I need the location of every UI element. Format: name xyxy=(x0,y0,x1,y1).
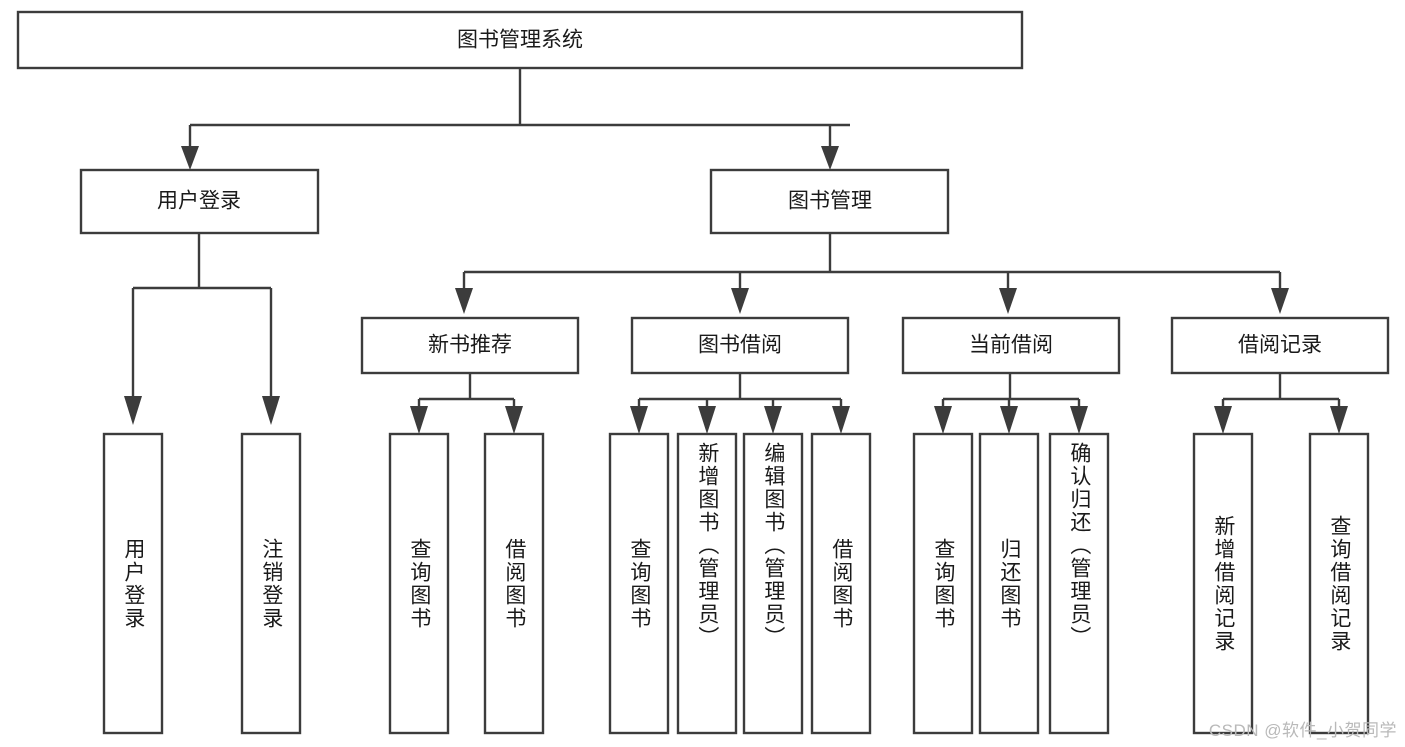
leaf-box-query-book-current[interactable] xyxy=(912,432,974,735)
connector-book-manage-to-level3 xyxy=(455,233,1289,314)
node-root-label: 图书管理系统 xyxy=(457,29,583,52)
leaf-box-user-login[interactable] xyxy=(102,432,164,735)
leaf-box-logout[interactable] xyxy=(240,432,302,735)
node-book-borrow-label: 图书借阅 xyxy=(698,334,782,357)
connector-current-borrow-to-leaves xyxy=(934,373,1088,434)
node-borrow-record-label: 借阅记录 xyxy=(1238,334,1322,357)
node-book-management[interactable]: 图书管理 xyxy=(709,168,950,235)
node-current-borrow[interactable]: 当前借阅 xyxy=(901,316,1121,375)
leaf-box-return-book[interactable] xyxy=(978,432,1040,735)
leaf-box-query-book-new[interactable] xyxy=(388,432,450,735)
node-borrow-record[interactable]: 借阅记录 xyxy=(1170,316,1390,375)
connector-user-login-to-leaves xyxy=(124,233,280,425)
node-current-borrow-label: 当前借阅 xyxy=(969,334,1053,357)
connector-root-to-level2 xyxy=(181,68,850,170)
node-root-system[interactable]: 图书管理系统 xyxy=(16,10,1024,70)
leaf-box-query-book-borrow[interactable] xyxy=(608,432,670,735)
node-book-borrow[interactable]: 图书借阅 xyxy=(630,316,850,375)
connector-borrow-to-leaves xyxy=(630,373,850,434)
node-user-login[interactable]: 用户登录 xyxy=(79,168,320,235)
leaf-box-confirm-return-admin[interactable] xyxy=(1048,432,1110,735)
leaf-box-edit-book-admin[interactable] xyxy=(742,432,804,735)
watermark-text: CSDN @软件_小贺同学 xyxy=(1208,721,1397,740)
connector-borrow-record-to-leaves xyxy=(1214,373,1348,434)
node-book-management-label: 图书管理 xyxy=(788,190,872,213)
leaf-box-query-borrow-record[interactable] xyxy=(1308,432,1370,735)
connector-new-book-to-leaves xyxy=(410,373,523,434)
node-user-login-label: 用户登录 xyxy=(157,190,241,213)
node-new-book-recommend-label: 新书推荐 xyxy=(428,334,512,357)
leaf-box-add-borrow-record[interactable] xyxy=(1192,432,1254,735)
leaf-box-add-book-admin[interactable] xyxy=(676,432,738,735)
node-new-book-recommend[interactable]: 新书推荐 xyxy=(360,316,580,375)
leaf-box-borrow-book-new[interactable] xyxy=(483,432,545,735)
leaf-box-borrow-book[interactable] xyxy=(810,432,872,735)
